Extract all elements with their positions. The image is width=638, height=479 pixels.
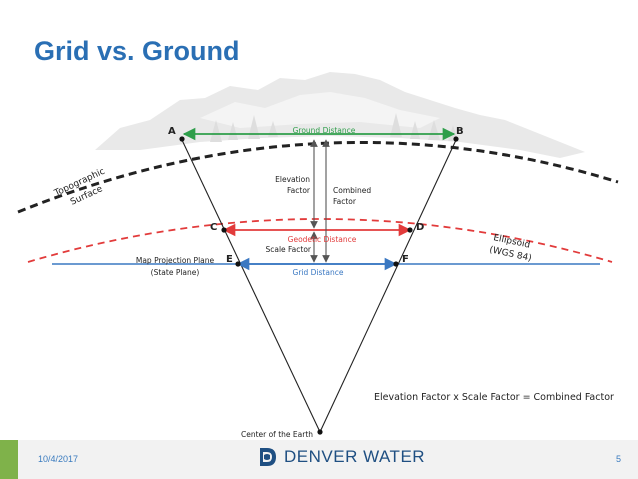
point-a-marker — [179, 136, 185, 142]
point-d-label: D — [416, 222, 424, 233]
combined-factor-label-line2: Factor — [333, 197, 357, 206]
footer-brand-name: DENVER WATER — [284, 447, 426, 466]
footer-accent-strip — [0, 440, 18, 479]
point-f-label: F — [402, 254, 409, 265]
topographic-surface-curve — [17, 140, 619, 214]
point-c-marker — [221, 227, 227, 233]
geodetic-distance-label: Geodetic Distance — [288, 235, 357, 244]
grid-vs-ground-diagram: A B C D E F Ground Distance Geodetic Dis… — [17, 72, 619, 439]
elevation-factor-label-line1: Elevation — [275, 175, 310, 184]
map-projection-plane-label-line2: (State Plane) — [151, 268, 200, 277]
footer-bar — [0, 440, 638, 479]
ground-distance-label: Ground Distance — [293, 126, 356, 135]
combined-factor-formula: Elevation Factor x Scale Factor = Combin… — [374, 392, 614, 403]
grid-distance-label: Grid Distance — [293, 268, 344, 277]
point-a-label: A — [168, 126, 176, 137]
denver-water-logo-icon — [260, 448, 276, 466]
slide-title: Grid vs. Ground — [34, 36, 240, 66]
point-b-label: B — [456, 126, 464, 137]
ellipsoid-curve — [27, 218, 613, 263]
map-projection-plane-label-line1: Map Projection Plane — [136, 256, 215, 265]
point-f-marker — [393, 261, 399, 267]
elevation-factor-label-line2: Factor — [287, 186, 311, 195]
radial-line-right — [319, 139, 457, 433]
scale-factor-label: Scale Factor — [265, 245, 311, 254]
footer-date: 10/4/2017 — [38, 454, 79, 464]
point-c-label: C — [210, 222, 217, 233]
point-d-marker — [407, 227, 413, 233]
point-e-marker — [235, 261, 241, 267]
center-of-earth-label: Center of the Earth — [241, 430, 313, 439]
mountain-ridge-highlight — [200, 92, 440, 128]
footer-brand: DENVER WATER — [258, 446, 425, 468]
radial-line-left — [181, 139, 321, 433]
combined-factor-label-line1: Combined — [333, 186, 371, 195]
point-e-label: E — [226, 254, 233, 265]
point-b-marker — [453, 136, 459, 142]
footer-page-number: 5 — [616, 454, 622, 464]
earth-center-marker — [317, 429, 323, 435]
